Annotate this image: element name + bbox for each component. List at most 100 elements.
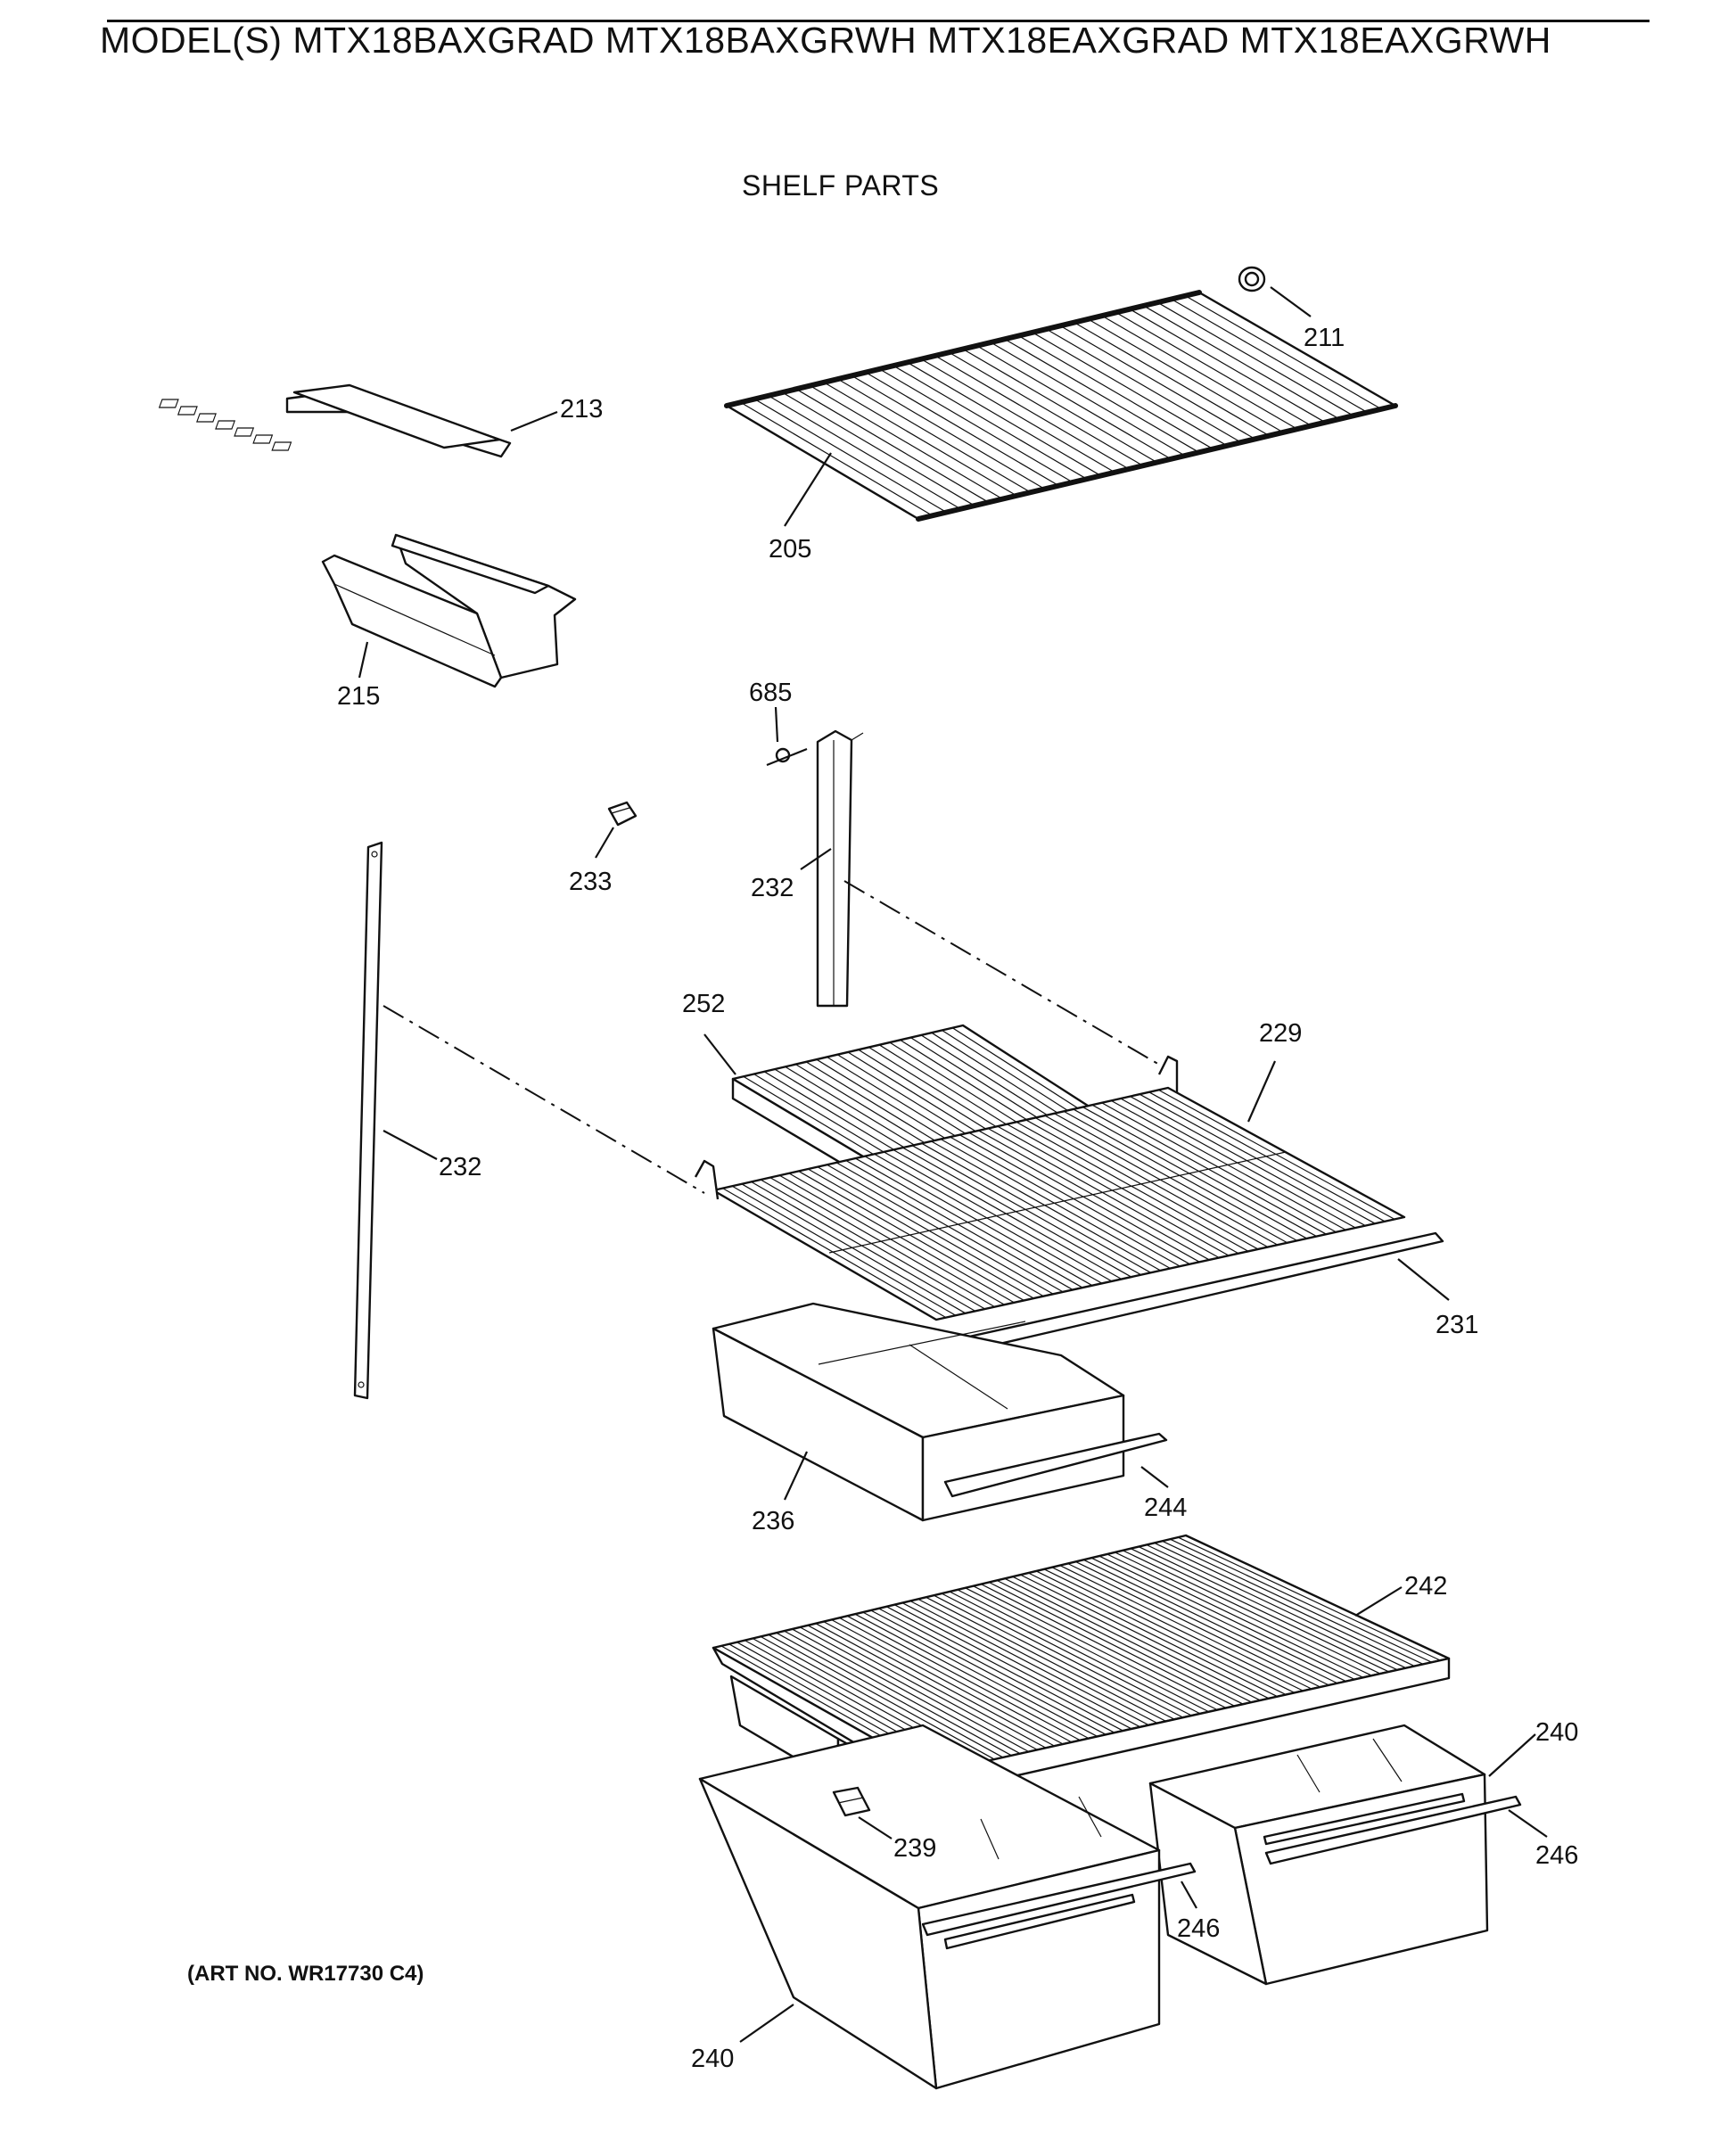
hatch-line: [1107, 1553, 1364, 1678]
hatch-line: [1158, 1089, 1395, 1220]
hatch-line: [909, 1600, 1149, 1726]
tray-cells: [158, 399, 292, 451]
part-246-right-drawer-trim[interactable]: [1264, 1795, 1522, 1865]
part-229-cantilever-shelf[interactable]: [694, 1055, 1406, 1321]
part-215-storage-bin[interactable]: [321, 533, 577, 688]
leader-211: [1270, 286, 1312, 317]
callout-231[interactable]: 231: [1436, 1311, 1478, 1339]
part-240-right-crisper-drawer[interactable]: [1148, 1724, 1489, 1986]
hatch-line: [1129, 309, 1326, 424]
hatch-line: [1004, 338, 1200, 453]
callout-246-right[interactable]: 246: [1535, 1841, 1578, 1870]
part-211-shelf-stop[interactable]: [1238, 266, 1266, 292]
hatch-line: [831, 1618, 1064, 1745]
callout-242[interactable]: 242: [1404, 1572, 1447, 1601]
callout-240-bottom[interactable]: 240: [691, 2045, 734, 2073]
hatch-line: [1054, 1113, 1288, 1244]
hatch-line: [817, 1166, 1044, 1297]
hatch-line: [760, 1179, 985, 1310]
part-205-wire-shelf[interactable]: [724, 290, 1398, 522]
callout-236[interactable]: 236: [752, 1507, 794, 1535]
hatch-line: [1185, 295, 1382, 410]
hatch-line: [851, 374, 1045, 490]
callout-213[interactable]: 213: [560, 395, 603, 424]
hatch-line: [1046, 328, 1242, 443]
hatch-line: [934, 355, 1130, 470]
tray-cell: [234, 427, 255, 437]
part-246-left-drawer-trim[interactable]: [921, 1862, 1197, 1937]
hatch-line: [792, 1628, 1021, 1755]
callout-240-right[interactable]: 240: [1535, 1718, 1578, 1747]
hatch-line: [862, 1611, 1098, 1737]
hatch-line: [810, 385, 1003, 500]
hatch-line: [1130, 1096, 1366, 1227]
part-232-center-shelf-support[interactable]: [816, 729, 864, 1008]
hatch-line: [907, 361, 1101, 476]
hatch-line: [1171, 298, 1368, 413]
hatch-line: [978, 1130, 1210, 1261]
hatch-line: [1025, 1119, 1259, 1250]
callout-215[interactable]: 215: [337, 682, 380, 711]
hatch-line: [902, 1147, 1132, 1278]
part-240-left-crisper-drawer[interactable]: [698, 1724, 1161, 2090]
header-rule: [107, 20, 1650, 22]
hatch-line: [1091, 1104, 1327, 1235]
hatch-line: [996, 1579, 1244, 1705]
part-233-shelf-clip[interactable]: [607, 801, 638, 827]
hatch-line: [965, 1587, 1210, 1713]
callout-246-center[interactable]: 246: [1177, 1914, 1220, 1943]
part-239-pan-slide[interactable]: [832, 1786, 871, 1817]
callout-244[interactable]: 244: [1144, 1494, 1187, 1522]
callout-252[interactable]: 252: [682, 990, 725, 1018]
callout-232-center[interactable]: 232: [751, 874, 794, 902]
part-232-left-shelf-support[interactable]: [353, 841, 383, 1400]
hatch-line: [769, 1177, 995, 1308]
tray-cell: [177, 406, 198, 416]
hatch-line: [741, 1183, 967, 1314]
part-236-meat-pan[interactable]: [712, 1302, 1125, 1522]
callout-205[interactable]: 205: [769, 535, 811, 564]
part-244-pan-trim[interactable]: [943, 1432, 1168, 1498]
hatch-line: [987, 1127, 1220, 1259]
hatch-line: [1138, 1546, 1398, 1671]
leader-215: [358, 641, 369, 679]
hatch-line: [795, 388, 989, 503]
hatch-line: [940, 1138, 1171, 1270]
hatch-line: [901, 1602, 1141, 1728]
hatch-line: [886, 1606, 1123, 1732]
part-213-ice-tray[interactable]: [158, 383, 512, 458]
hatch-line: [962, 348, 1157, 464]
hatch-line: [981, 1584, 1227, 1709]
hatch-line: [1143, 305, 1340, 420]
model-title: MODEL(S) MTX18BAXGRAD MTX18BAXGRWH MTX18…: [100, 20, 1551, 61]
hatch-line: [740, 401, 934, 516]
hatch-line: [1162, 1540, 1424, 1665]
hatch-line: [941, 1593, 1184, 1718]
hatch-line: [934, 1594, 1175, 1720]
callout-232-left[interactable]: 232: [439, 1153, 481, 1181]
leader-240-right: [1488, 1733, 1536, 1777]
callout-233[interactable]: 233: [569, 868, 612, 896]
hatch-line: [1123, 1550, 1381, 1675]
alignment-line-right: [843, 880, 1162, 1066]
leader-231: [1397, 1258, 1450, 1301]
hatch-line: [815, 1623, 1047, 1749]
hatch-line: [1101, 315, 1298, 430]
hatch-line: [1139, 1093, 1376, 1224]
callout-685[interactable]: 685: [749, 679, 792, 707]
hatch-line: [1044, 1115, 1279, 1246]
tray-cell: [215, 420, 236, 430]
hatch-line: [1087, 318, 1284, 433]
tray-cell: [158, 399, 179, 408]
callout-211[interactable]: 211: [1304, 324, 1345, 352]
tray-cell: [271, 441, 292, 451]
hatch-line: [846, 1615, 1081, 1741]
hatch-line: [893, 365, 1088, 480]
callout-229[interactable]: 229: [1259, 1019, 1302, 1048]
hatch-line: [823, 1621, 1055, 1747]
hatch-line: [920, 358, 1115, 473]
hatch-line: [1115, 1552, 1372, 1676]
leader-232-left: [383, 1130, 438, 1160]
part-685-screw[interactable]: [766, 747, 808, 767]
callout-239[interactable]: 239: [893, 1834, 936, 1863]
